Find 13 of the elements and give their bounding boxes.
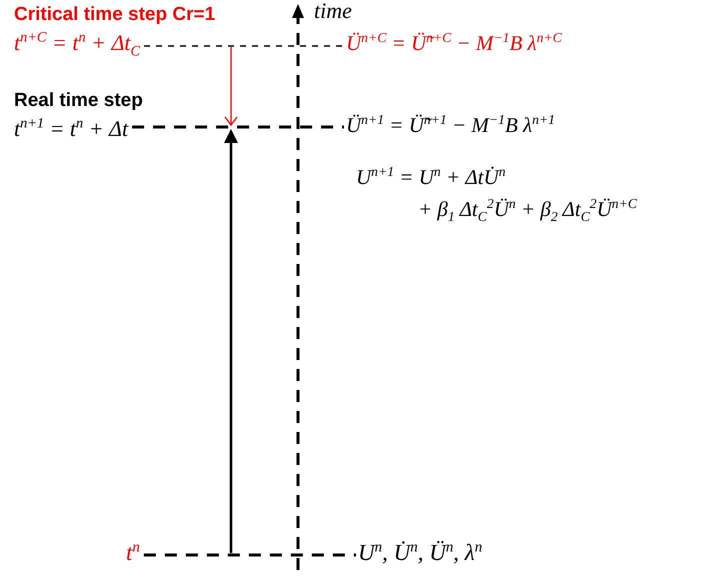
equation: U$^{n+1}$ = U$^{n}$ + ΔtU̇$^{n}$ [356, 163, 506, 191]
equation: + β$_{1}$ Δt$_{C}$$^{2}$Ü$^{n}$ + β$_{2}$ Δt$_{C}$$^{2}$Ü$^{n+C}$ [418, 194, 637, 226]
equation: t$^{n+1}$ = t$^{n}$ + Δt [14, 114, 128, 143]
dashed-line [132, 126, 344, 128]
dashed-line [144, 45, 344, 47]
dashed-line [144, 554, 356, 556]
step-heading: Critical time step Cr=1 [14, 4, 216, 26]
step-heading: Real time step [14, 90, 143, 112]
axis-label: time [314, 0, 352, 24]
equation: Ü$^{n+1}$ = Ü̃$^{n+1}$ − M$^{−1}$B λ$^{n+1}$ [346, 111, 555, 139]
equation: U$^{n}$, U̇$^{n}$, Ü$^{n}$, λ$^{n}$ [358, 538, 482, 567]
equation: t$^{n}$ [126, 538, 140, 567]
equation: t$^{n+C}$ = t$^{n}$ + Δt$_{C}$ [14, 28, 140, 62]
